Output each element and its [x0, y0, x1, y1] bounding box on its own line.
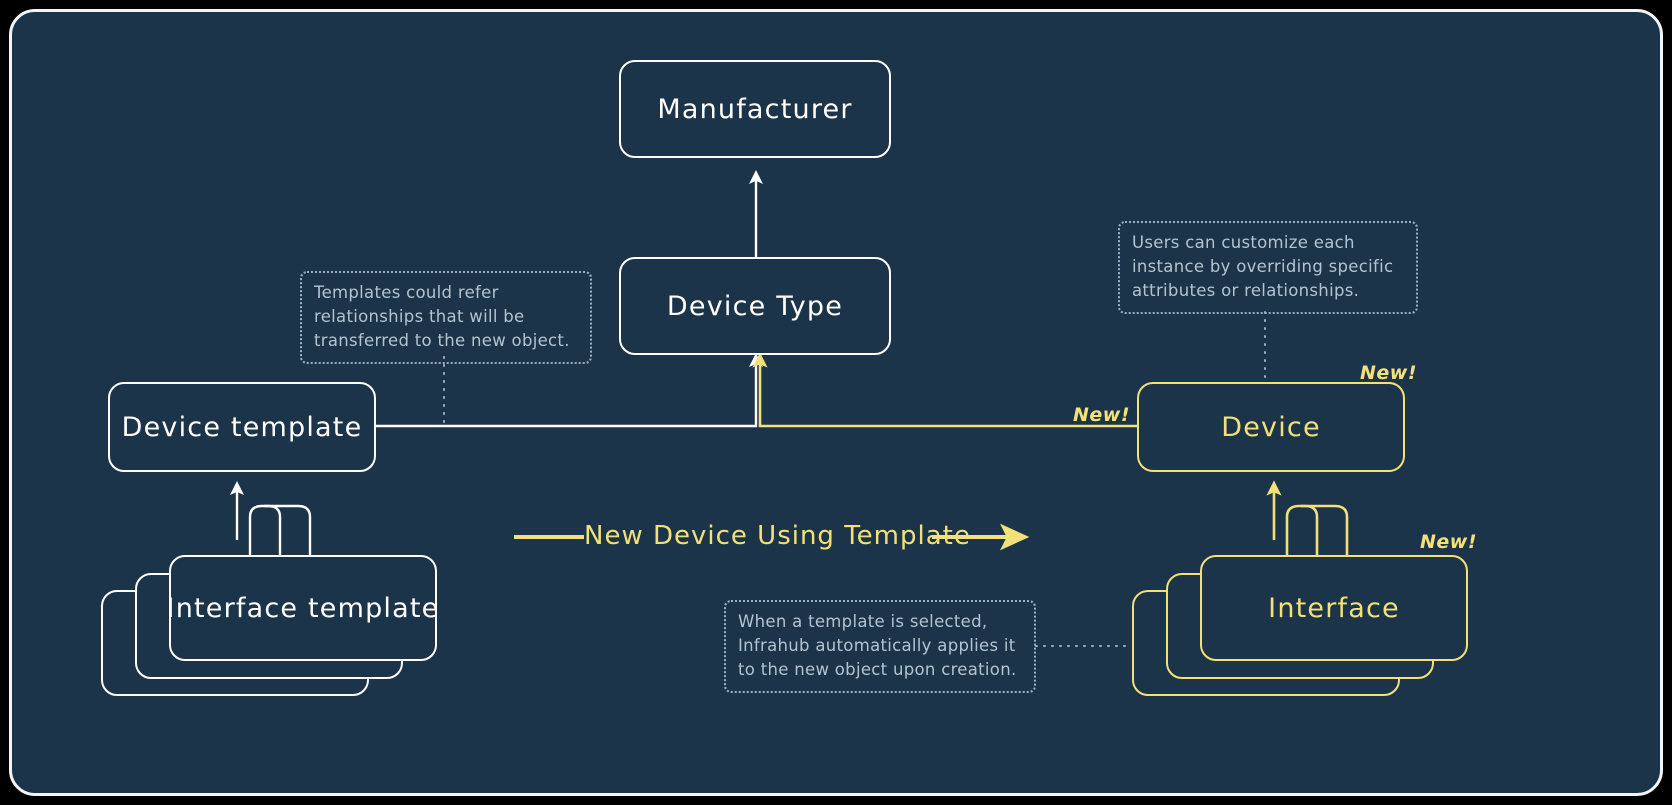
note-templates-refer-line-3: transferred to the new object. [314, 330, 570, 350]
note-users-customize-line-1: Users can customize each [1132, 233, 1355, 252]
flow-label: New Device Using Template [584, 521, 971, 551]
node-device-type[interactable]: Device Type [619, 257, 891, 355]
node-interface-template-label: Interface template [166, 592, 440, 624]
note-auto-apply-line-2: Infrahub automatically applies it [738, 635, 1016, 655]
note-users-customize: Users can customize each instance by ove… [1118, 221, 1418, 314]
edge-branch-4 [264, 504, 312, 557]
note-users-customize-line-2: instance by overriding specific [1132, 256, 1394, 276]
connector-lines-yellow [514, 352, 1349, 557]
node-device-template[interactable]: Device template [108, 382, 376, 472]
new-tag-device-corner-label: New! [1360, 362, 1418, 384]
node-device[interactable]: Device [1137, 382, 1405, 472]
node-interface-template[interactable]: Interface template [166, 555, 440, 661]
node-device-template-label: Device template [121, 411, 363, 443]
note-auto-apply-line-1: When a template is selected, [738, 612, 988, 631]
note-templates-refer-line-1: Templates could refer [314, 283, 499, 302]
note-leader-lines [443, 311, 1266, 647]
note-auto-apply-line-3: to the new object upon creation. [738, 659, 1017, 679]
note-auto-apply: When a template is selected, Infrahub au… [724, 600, 1036, 693]
node-device-label: Device [1221, 411, 1321, 443]
note-users-customize-line-3: attributes or relationships. [1132, 280, 1360, 300]
new-tag-device-edge-label: New! [1073, 404, 1131, 426]
new-tag-interface-corner: New! [1420, 531, 1477, 553]
edge-yellow-branch-4 [1301, 504, 1349, 557]
new-tag-interface-corner-label: New! [1420, 531, 1478, 553]
node-manufacturer[interactable]: Manufacturer [619, 60, 891, 158]
edge-branch-2 [248, 504, 264, 557]
diagram-frame: Manufacturer Device Type Device template… [9, 9, 1663, 796]
node-device-type-label: Device Type [666, 290, 844, 322]
flow-label-text: New Device Using Template [584, 521, 971, 551]
node-interface[interactable]: Interface [1200, 555, 1468, 661]
new-tag-device-corner: New! [1360, 362, 1417, 384]
edge-devicetemplate-devicetype [375, 353, 763, 428]
edge-device-devicetype [752, 352, 1139, 428]
new-tag-device-edge: New! [1073, 404, 1130, 426]
edge-yellow-branch-2 [1285, 504, 1301, 557]
node-interface-label: Interface [1268, 592, 1400, 624]
node-manufacturer-label: Manufacturer [657, 93, 853, 125]
note-templates-refer: Templates could refer relationships that… [300, 271, 592, 364]
connector-lines-white [230, 170, 763, 557]
note-templates-refer-line-2: relationships that will be [314, 306, 525, 326]
